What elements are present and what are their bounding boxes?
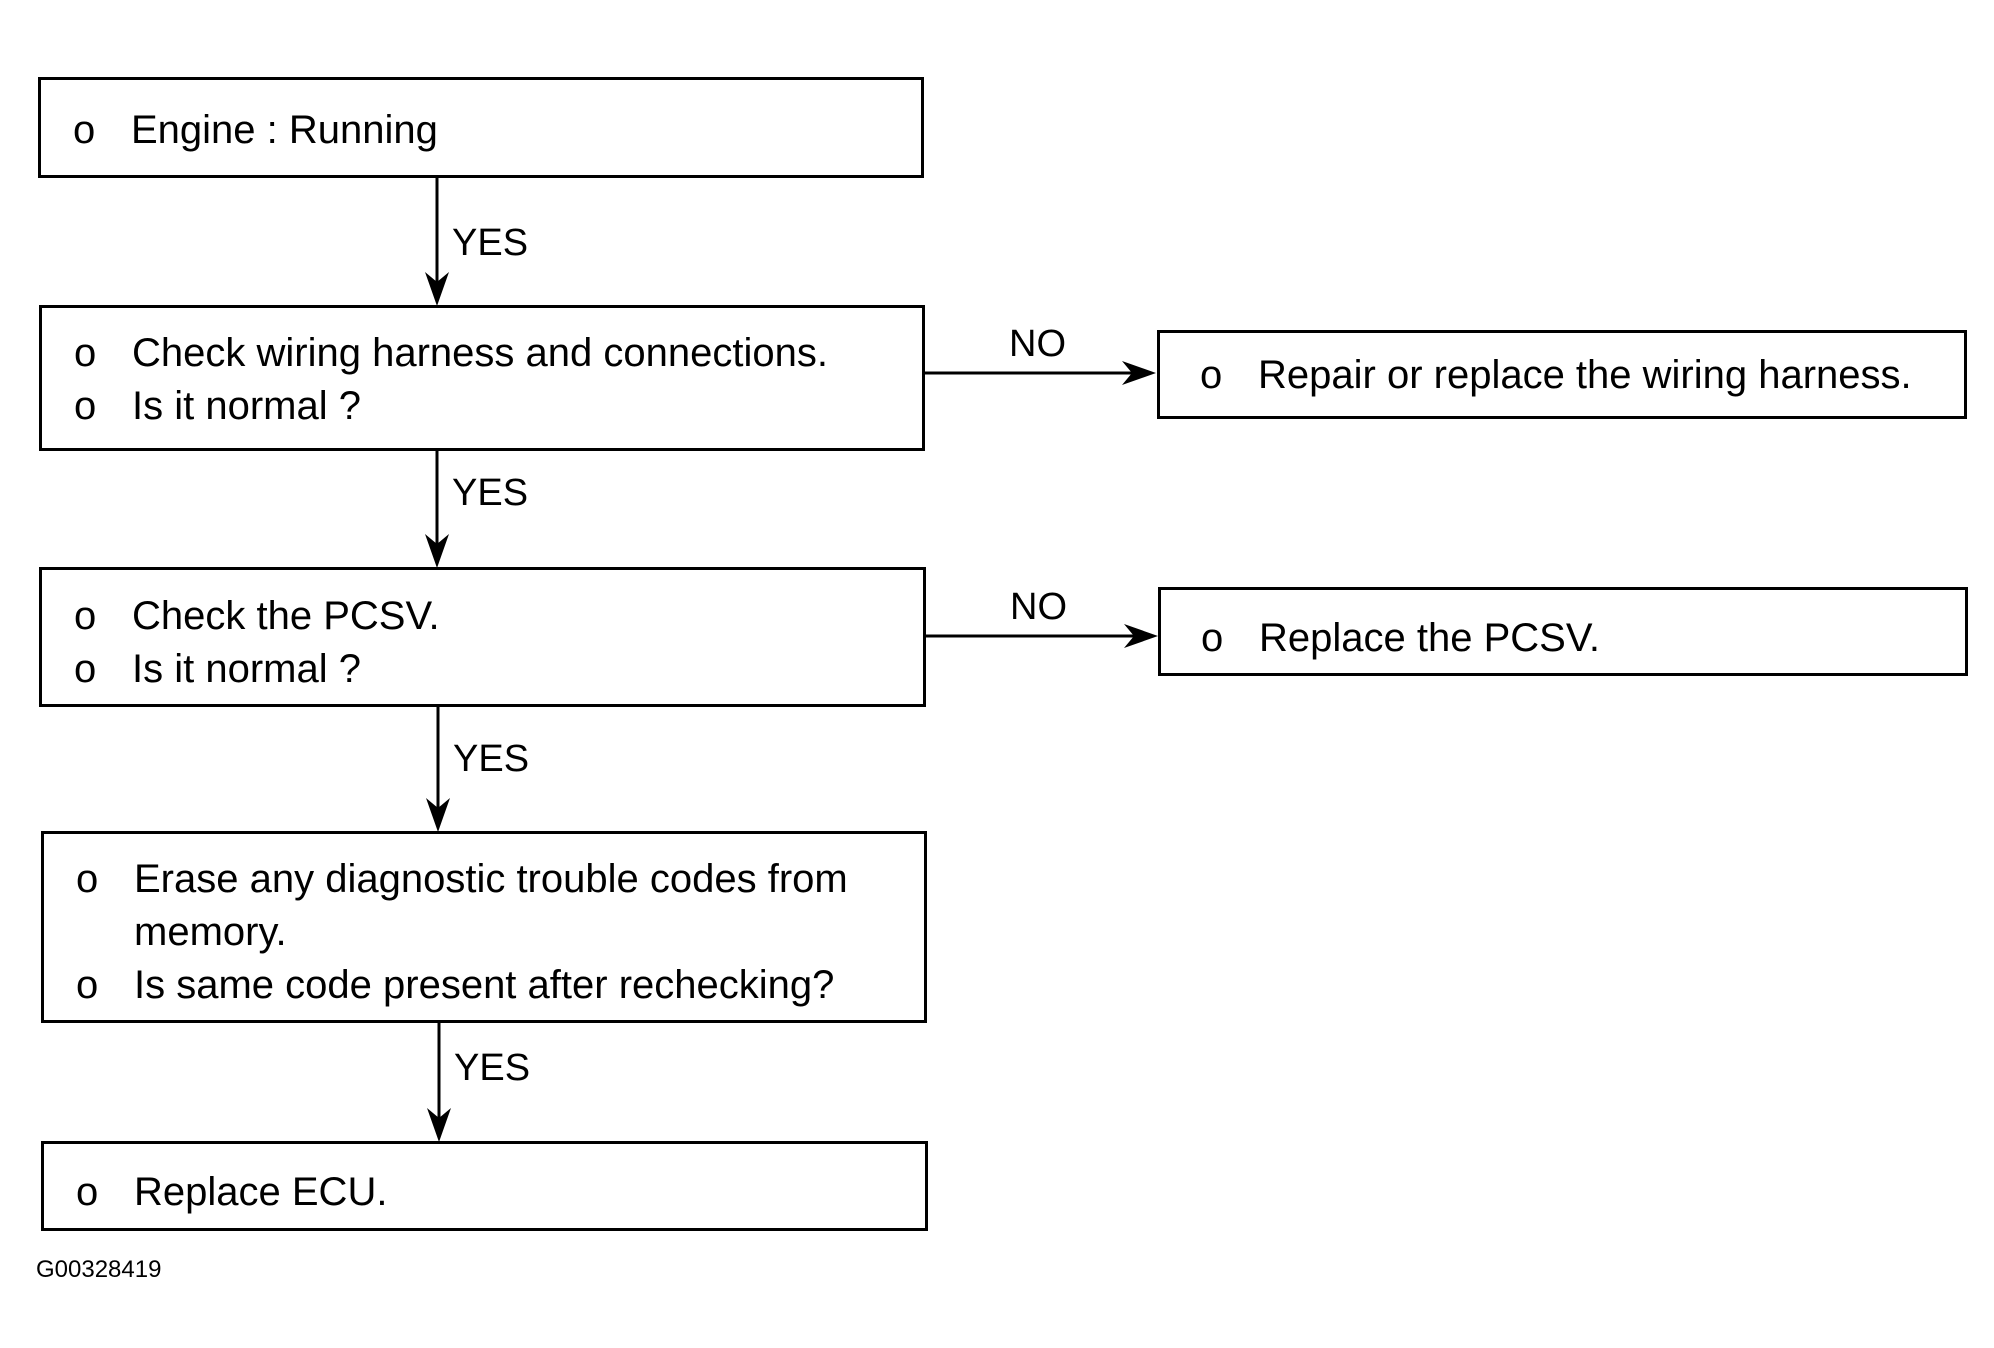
bullet-marker: o xyxy=(76,1170,99,1214)
label-yes-4: YES xyxy=(454,1047,531,1089)
figure-code: G00328419 xyxy=(36,1256,162,1283)
arrow-pcsv-to-erase xyxy=(426,707,450,832)
question-text: Is same code present after rechecking? xyxy=(134,963,835,1007)
bullet-marker: o xyxy=(76,857,99,901)
bullet-marker: o xyxy=(74,647,97,691)
bullet-marker: o xyxy=(1201,616,1224,660)
bullet-marker: o xyxy=(73,108,96,152)
action-text: Repair or replace the wiring harness. xyxy=(1258,353,1912,397)
box-line: o Is it normal ? xyxy=(74,643,361,696)
step-text: Engine : Running xyxy=(131,108,438,152)
action-text: Replace the PCSV. xyxy=(1259,616,1600,660)
box-replace-pcsv: o Replace the PCSV. xyxy=(1158,587,1968,676)
step-text: Check the PCSV. xyxy=(132,594,440,638)
box-line: o Repair or replace the wiring harness. xyxy=(1200,349,1912,402)
box-check-pcsv: o Check the PCSV. o Is it normal ? xyxy=(39,567,926,707)
bullet-marker: o xyxy=(74,594,97,638)
box-line: o Replace the PCSV. xyxy=(1201,612,1600,665)
box-repair-wiring: o Repair or replace the wiring harness. xyxy=(1157,330,1967,419)
box-erase-codes: o Erase any diagnostic trouble codes fro… xyxy=(41,831,927,1023)
label-yes-3: YES xyxy=(453,738,530,780)
bullet-marker: o xyxy=(76,963,99,1007)
box-engine-running: o Engine : Running xyxy=(38,77,924,178)
arrow-start-to-wiring xyxy=(425,178,449,306)
arrow-erase-to-ecu xyxy=(427,1023,451,1142)
action-text: Replace ECU. xyxy=(134,1170,388,1214)
box-line: memory. xyxy=(76,906,287,959)
step-text: Erase any diagnostic trouble codes from xyxy=(134,857,848,901)
label-no-1: NO xyxy=(1009,323,1066,365)
box-line: o Is it normal ? xyxy=(74,380,361,433)
step-text: Check wiring harness and connections. xyxy=(132,331,828,375)
arrow-wiring-to-pcsv xyxy=(425,451,449,568)
step-text-continued: memory. xyxy=(134,910,287,954)
bullet-marker: o xyxy=(74,331,97,375)
label-yes-1: YES xyxy=(452,222,529,264)
bullet-marker: o xyxy=(74,384,97,428)
label-no-2: NO xyxy=(1010,586,1067,628)
question-text: Is it normal ? xyxy=(132,647,361,691)
box-line: o Check the PCSV. xyxy=(74,590,440,643)
label-yes-2: YES xyxy=(452,472,529,514)
box-line: o Erase any diagnostic trouble codes fro… xyxy=(76,853,848,906)
arrow-wiring-no-to-repair xyxy=(924,361,1156,385)
box-line: o Engine : Running xyxy=(73,104,438,157)
box-line: o Replace ECU. xyxy=(76,1166,387,1219)
bullet-marker: o xyxy=(1200,353,1223,397)
box-replace-ecu: o Replace ECU. xyxy=(41,1141,928,1231)
arrow-pcsv-no-to-replace xyxy=(925,624,1158,648)
question-text: Is it normal ? xyxy=(132,384,361,428)
box-check-wiring: o Check wiring harness and connections. … xyxy=(39,305,925,451)
box-line: o Check wiring harness and connections. xyxy=(74,327,828,380)
box-line: o Is same code present after rechecking? xyxy=(76,959,834,1012)
